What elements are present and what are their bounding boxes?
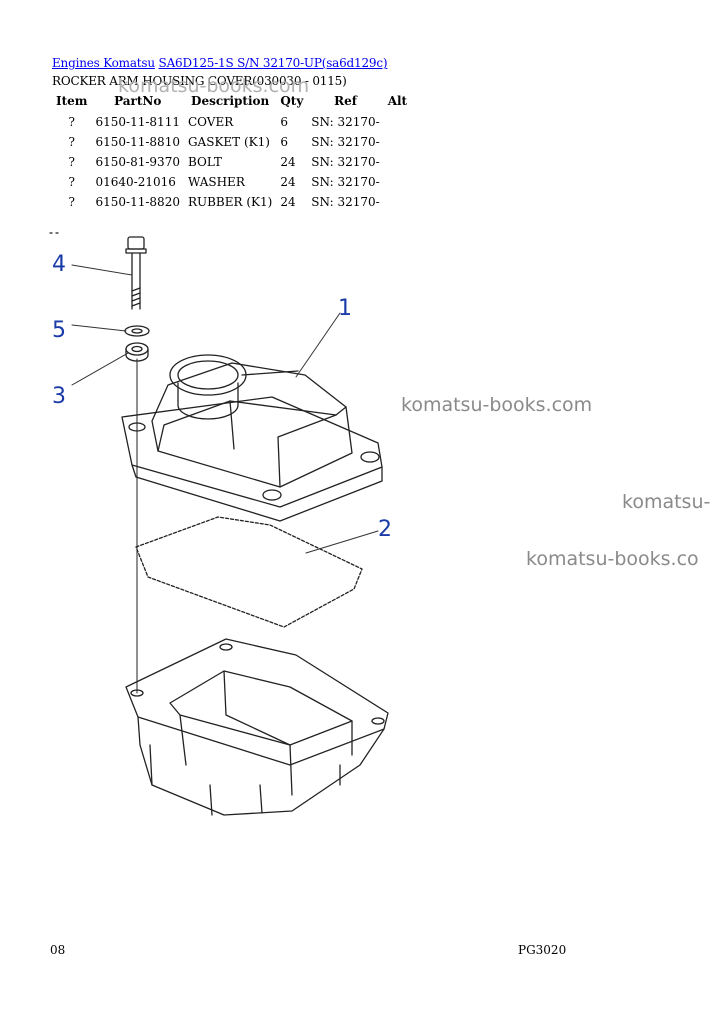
cell-partno: 6150-11-8820 <box>95 195 180 209</box>
watermark-lower: komatsu-books.co <box>526 548 699 570</box>
breadcrumb-link-model[interactable]: SA6D125-1S S/N 32170-UP(sa6d129c) <box>158 56 388 70</box>
callout-1: 1 <box>338 296 352 321</box>
parts-table: Item PartNo Description Qty Ref Alt ? 61… <box>52 92 411 212</box>
cell-alt <box>384 112 411 132</box>
cell-partno: 6150-11-8111 <box>95 115 180 129</box>
parts-diagram <box>49 232 389 816</box>
col-item: Item <box>56 94 88 108</box>
col-partno: PartNo <box>114 94 162 108</box>
gasket-part <box>135 516 363 628</box>
cell-partno: 6150-11-8810 <box>95 135 180 149</box>
cell-description: GASKET (K1) <box>187 135 270 149</box>
cell-qty: 6 <box>280 115 288 129</box>
cell-description: BOLT <box>187 155 222 169</box>
cell-partno: 01640-21016 <box>95 175 176 189</box>
rubber-part <box>125 342 149 362</box>
cell-item: ? <box>68 135 75 149</box>
cell-ref: SN: 32170- <box>311 195 380 209</box>
watermark-mid: komatsu-books.com <box>401 394 593 416</box>
watermark-top: komatsu-books.com <box>118 75 310 97</box>
footer-left: 08 <box>50 943 66 957</box>
cell-qty: 6 <box>280 135 288 149</box>
breadcrumb-link-engines[interactable]: Engines Komatsu <box>52 56 155 70</box>
col-ref: Ref <box>334 94 357 108</box>
housing-part <box>125 638 389 816</box>
bolt-part <box>125 236 147 310</box>
cell-item: ? <box>68 175 75 189</box>
cell-ref: SN: 32170- <box>311 175 380 189</box>
table-row: ? 6150-11-8820 RUBBER (K1) 24 SN: 32170- <box>52 192 411 212</box>
cell-ref: SN: 32170- <box>311 135 380 149</box>
cell-alt <box>384 132 411 152</box>
cell-description: WASHER <box>187 175 245 189</box>
cell-item: ? <box>68 195 75 209</box>
breadcrumb: Engines Komatsu SA6D125-1S S/N 32170-UP(… <box>52 56 388 70</box>
table-row: ? 6150-81-9370 BOLT 24 SN: 32170- <box>52 152 411 172</box>
cell-partno: 6150-81-9370 <box>95 155 180 169</box>
col-alt: Alt <box>387 94 408 108</box>
cell-description: RUBBER (K1) <box>187 195 273 209</box>
cell-item: ? <box>68 115 75 129</box>
table-row: ? 6150-11-8810 GASKET (K1) 6 SN: 32170- <box>52 132 411 152</box>
cell-qty: 24 <box>280 195 296 209</box>
col-description: Description <box>191 94 270 108</box>
cell-alt <box>384 192 411 212</box>
callout-5: 5 <box>52 318 66 343</box>
col-qty: Qty <box>280 94 304 108</box>
cell-alt <box>384 152 411 172</box>
footer-right: PG3020 <box>518 943 567 957</box>
washer-part <box>124 325 150 337</box>
table-row: ? 6150-11-8111 COVER 6 SN: 32170- <box>52 112 411 132</box>
table-row: ? 01640-21016 WASHER 24 SN: 32170- <box>52 172 411 192</box>
callout-2: 2 <box>378 517 392 542</box>
cover-part <box>121 354 383 522</box>
cell-alt <box>384 172 411 192</box>
callout-3: 3 <box>52 384 66 409</box>
callout-4: 4 <box>52 252 66 277</box>
cell-ref: SN: 32170- <box>311 155 380 169</box>
cell-item: ? <box>68 155 75 169</box>
table-header-row: Item PartNo Description Qty Ref Alt <box>52 92 411 112</box>
cell-qty: 24 <box>280 155 296 169</box>
cell-ref: SN: 32170- <box>311 115 380 129</box>
section-title: ROCKER ARM HOUSING COVER(030030 - 0115) <box>52 74 347 88</box>
cell-description: COVER <box>187 115 234 129</box>
cell-qty: 24 <box>280 175 296 189</box>
watermark-right: komatsu- <box>622 491 711 513</box>
